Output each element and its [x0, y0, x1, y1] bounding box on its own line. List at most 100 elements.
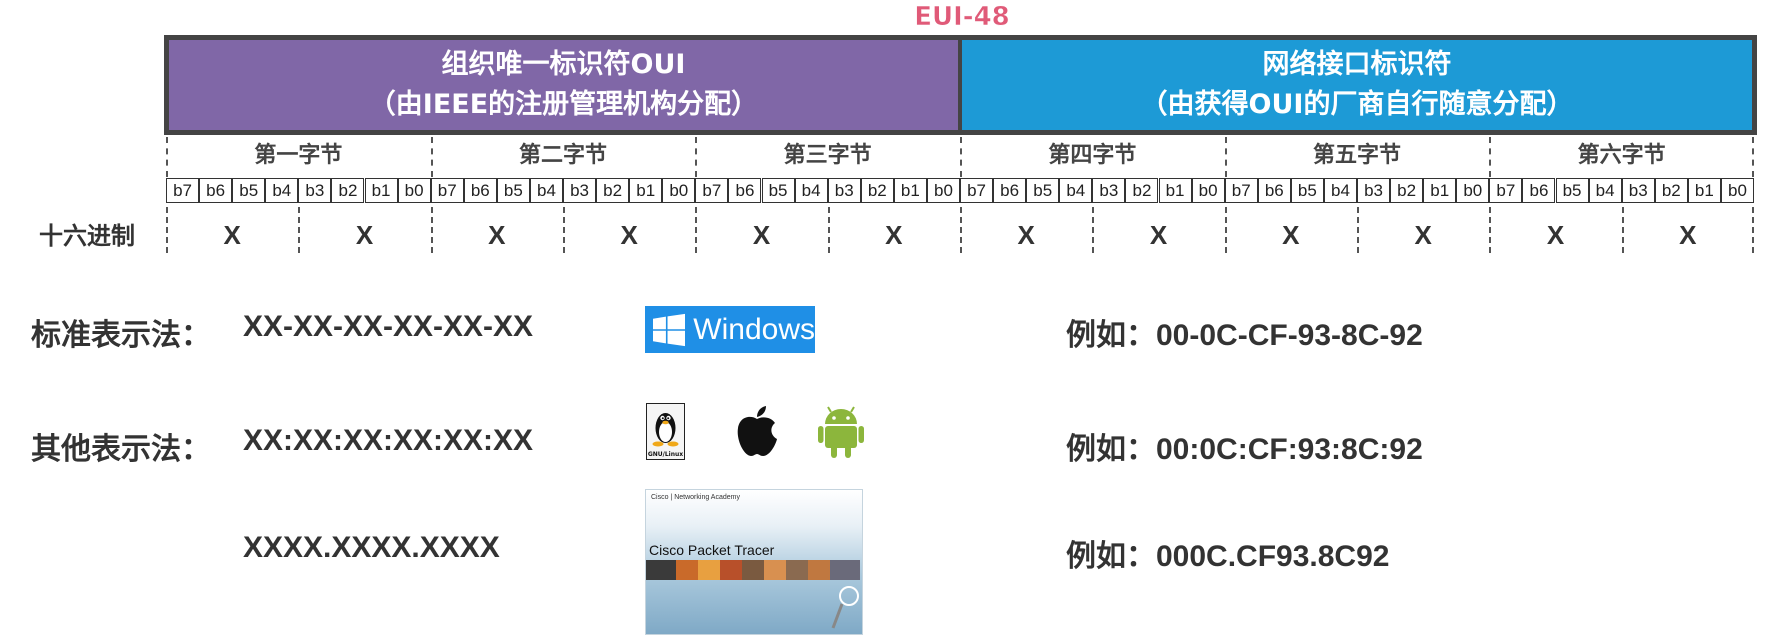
bit-cell: b0: [1191, 178, 1225, 203]
hex-digit: X: [355, 220, 374, 250]
bit-cell: b2: [1125, 178, 1159, 203]
bit-cell: b2: [1390, 178, 1424, 203]
hex-divider: [166, 207, 168, 253]
eui-48-title: EUI-48: [914, 2, 1010, 33]
hex-divider: [1489, 207, 1492, 253]
bit-cell: b7: [166, 178, 200, 203]
magnifier-icon: [831, 586, 859, 629]
bit-cell: b1: [1158, 178, 1192, 203]
byte-labels-row: 第一字节 第二字节 第三字节 第四字节 第五字节 第六字节: [166, 137, 1754, 175]
standard-notation-example: 例如：00-0C-CF-93-8C-92: [1066, 319, 1423, 352]
bit-cell: b0: [662, 178, 696, 203]
bit-cell: b7: [960, 178, 994, 203]
bit-cell: b4: [529, 178, 563, 203]
hex-digit: X: [223, 220, 241, 250]
byte-label: 第六字节: [1577, 143, 1666, 168]
cisco-packet-tracer-logo: Cisco | Networking Academy Cisco Packet …: [645, 489, 863, 635]
byte-divider: [166, 137, 168, 177]
hex-divider: [960, 207, 962, 253]
nic-subtitle: （由获得OUI的厂商自行随意分配）: [1140, 89, 1574, 120]
cisco-notation-example: 例如：000C.CF93.8C92: [1066, 540, 1390, 573]
hex-digit: X: [1149, 220, 1168, 250]
windows-flag-icon: [653, 313, 686, 346]
hex-divider: [1621, 207, 1624, 253]
bit-cell: b5: [1026, 178, 1060, 203]
bit-cell: b6: [1257, 178, 1291, 203]
byte-divider: [1752, 137, 1754, 177]
hex-divider: [1092, 207, 1095, 253]
bit-cell: b5: [1555, 178, 1589, 203]
bit-cell: b6: [993, 178, 1027, 203]
bit-cell: b7: [1224, 178, 1258, 203]
bit-cell: b2: [596, 178, 630, 203]
hex-divider: [1357, 207, 1359, 253]
hex-digit: X: [752, 220, 771, 250]
hex-digit: X: [1546, 220, 1565, 250]
apple-icon: [737, 406, 777, 456]
bit-cell: b3: [827, 178, 861, 203]
tux-icon: [652, 413, 679, 447]
bit-cell: b5: [496, 178, 530, 203]
other-notation-label: 其他表示法：: [31, 433, 211, 466]
windows-logo-text: Windows: [693, 312, 815, 346]
hex-digit: X: [1679, 220, 1697, 250]
other-notation-format: XX:XX:XX:XX:XX:XX: [243, 424, 534, 457]
hex-label: 十六进制: [39, 222, 135, 250]
nic-title: 网络接口标识符: [1262, 49, 1452, 80]
hex-divider: [1224, 207, 1227, 253]
hex-digit: X: [1414, 220, 1432, 250]
hex-digit: X: [1282, 220, 1300, 250]
bit-cell: b0: [1720, 178, 1754, 203]
bit-cell: b7: [1489, 178, 1523, 203]
bit-cell: b0: [1456, 178, 1490, 203]
bit-cell: b4: [1059, 178, 1093, 203]
bit-cell: b1: [893, 178, 927, 203]
bit-cell: b4: [265, 178, 299, 203]
bit-cell: b0: [397, 178, 431, 203]
hex-divider: [298, 207, 301, 253]
hex-divider: [1752, 207, 1754, 253]
bit-cell: b7: [430, 178, 464, 203]
oui-block: 组织唯一标识符OUI （由IEEE的注册管理机构分配）: [169, 40, 958, 130]
mac-address-header: 组织唯一标识符OUI （由IEEE的注册管理机构分配） 网络接口标识符 （由获得…: [164, 35, 1757, 135]
byte-label: 第一字节: [254, 143, 343, 168]
cisco-header-text: Cisco | Networking Academy: [651, 494, 740, 501]
byte-divider: [695, 137, 698, 177]
byte-divider: [1489, 137, 1492, 177]
byte-label: 第四字节: [1048, 143, 1137, 168]
byte-label: 第三字节: [783, 143, 872, 168]
cisco-notation-format: XXXX.XXXX.XXXX: [243, 531, 500, 564]
hex-digit: X: [488, 220, 506, 250]
byte-divider: [430, 137, 433, 177]
bit-cell: b1: [364, 178, 398, 203]
bit-cell: b7: [695, 178, 729, 203]
byte-label: 第二字节: [518, 143, 607, 168]
bit-cell: b3: [1621, 178, 1655, 203]
cisco-title-text: Cisco Packet Tracer: [649, 542, 775, 558]
hex-digit: X: [1017, 220, 1035, 250]
bit-cell: b5: [1290, 178, 1324, 203]
bit-cell: b2: [331, 178, 365, 203]
bit-cell: b5: [232, 178, 266, 203]
bit-cell: b3: [298, 178, 332, 203]
windows-logo: Windows: [645, 306, 815, 353]
bit-cell: b3: [1357, 178, 1391, 203]
hex-digit: X: [620, 220, 638, 250]
byte-divider: [960, 137, 962, 177]
bit-cell: b4: [1588, 178, 1622, 203]
bit-cell: b1: [629, 178, 663, 203]
standard-notation-format: XX-XX-XX-XX-XX-XX: [243, 310, 534, 343]
android-icon: [818, 406, 864, 458]
hex-divider: [695, 207, 698, 253]
bit-cell: b1: [1423, 178, 1457, 203]
oui-subtitle: （由IEEE的注册管理机构分配）: [368, 89, 759, 120]
bit-cell: b0: [926, 178, 960, 203]
bit-cell: b1: [1687, 178, 1721, 203]
bit-cell: b5: [761, 178, 795, 203]
byte-label: 第五字节: [1312, 143, 1401, 168]
bit-cell: b6: [1522, 178, 1556, 203]
standard-notation-label: 标准表示法：: [31, 319, 211, 352]
bit-cell: b3: [563, 178, 597, 203]
other-notation-example: 例如：00:0C:CF:93:8C:92: [1066, 433, 1423, 466]
